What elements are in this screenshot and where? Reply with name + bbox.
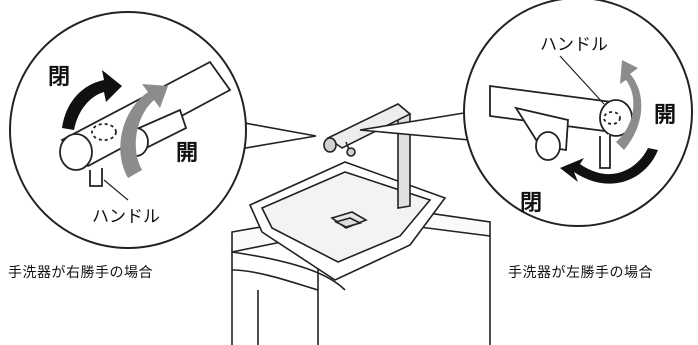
left-handle-label: ハンドル	[92, 207, 160, 227]
left-open-label: 開	[176, 141, 198, 166]
caption-left-handed: 手洗器が左勝手の場合	[508, 265, 653, 281]
right-close-label: 閉	[520, 191, 542, 216]
close-arrow-right	[560, 148, 658, 184]
close-arrow-left	[62, 70, 122, 130]
caption-right-handed: 手洗器が右勝手の場合	[8, 265, 153, 281]
right-handle-label: ハンドル	[540, 35, 608, 55]
left-callout-circle: 閉 開 ハンドル	[9, 11, 247, 249]
open-arrow-left	[120, 84, 168, 178]
left-close-label: 閉	[48, 65, 70, 90]
right-open-label: 開	[654, 103, 676, 128]
right-callout-circle: ハンドル 開 閉	[463, 0, 693, 227]
open-arrow-right	[616, 60, 642, 150]
